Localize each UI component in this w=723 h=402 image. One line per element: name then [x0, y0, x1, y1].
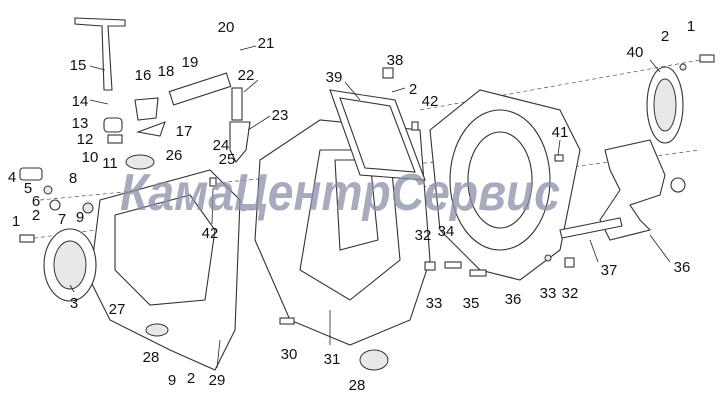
part-label: 34: [438, 223, 455, 240]
part-label: 40: [627, 44, 644, 61]
part-label: 1: [12, 213, 20, 230]
part-label: 15: [70, 57, 87, 74]
part-label: 22: [238, 67, 255, 84]
part-label: 25: [219, 151, 236, 168]
front-cover: [89, 169, 241, 371]
part-label: 6: [32, 193, 40, 210]
part-label: 33: [540, 285, 557, 302]
part-label: 13: [72, 115, 89, 132]
part-label: 42: [202, 225, 219, 242]
part-label: 23: [272, 107, 289, 124]
part-label: 30: [281, 346, 298, 363]
part-label: 8: [69, 170, 77, 187]
part-label: 14: [72, 93, 89, 110]
part-label: 17: [176, 123, 193, 140]
seal-ring-40: [646, 66, 684, 144]
part-label: 3: [70, 295, 78, 312]
part-label: 2: [32, 207, 40, 224]
part-label: 20: [218, 19, 235, 36]
part-label: 28: [143, 349, 160, 366]
part-label: 11: [102, 155, 118, 172]
part-label: 32: [415, 227, 432, 244]
part-label: 4: [8, 169, 16, 186]
part-label: 42: [422, 93, 439, 110]
part-label: 18: [158, 63, 175, 80]
gear-housing: [429, 89, 581, 281]
part-label: 2: [187, 370, 195, 387]
part-label: 10: [82, 149, 99, 166]
bracket: [599, 139, 666, 241]
part-label: 36: [505, 291, 522, 308]
part-label: 5: [24, 180, 32, 197]
part-label: 7: [58, 211, 66, 228]
part-label: 9: [76, 209, 84, 226]
part-label: 2: [409, 81, 417, 98]
fasteners: [19, 54, 715, 371]
part-label: 28: [349, 377, 366, 394]
cover-plate: [329, 89, 426, 181]
leader-lines: [69, 45, 671, 369]
part-label: 37: [601, 262, 618, 279]
seal-ring-3: [43, 228, 97, 302]
watermark: КамаЦентрСервис: [120, 164, 560, 222]
part-label: 19: [182, 54, 199, 71]
part-label: 39: [326, 69, 343, 86]
part-label: 36: [674, 259, 691, 276]
part-label: 38: [387, 52, 404, 69]
part-label: 16: [135, 67, 152, 84]
part-label: 31: [324, 351, 341, 368]
shaft: [559, 217, 623, 239]
part-label: 12: [77, 131, 94, 148]
part-label: 1: [687, 18, 695, 35]
part-label: 35: [463, 295, 480, 312]
part-label: 24: [213, 137, 230, 154]
part-label: 32: [562, 285, 579, 302]
part-label: 26: [166, 147, 183, 164]
part-label: 27: [109, 301, 126, 318]
part-label: 9: [168, 372, 176, 389]
lever-assembly: [74, 17, 251, 170]
part-label: 21: [258, 35, 275, 52]
part-labels: 20 21 15 16 18 19 22 14 13 12 17 23 24 2…: [8, 18, 695, 394]
part-label: 29: [209, 372, 226, 389]
part-label: 2: [661, 28, 669, 45]
part-label: 41: [552, 124, 569, 141]
part-label: 33: [426, 295, 443, 312]
